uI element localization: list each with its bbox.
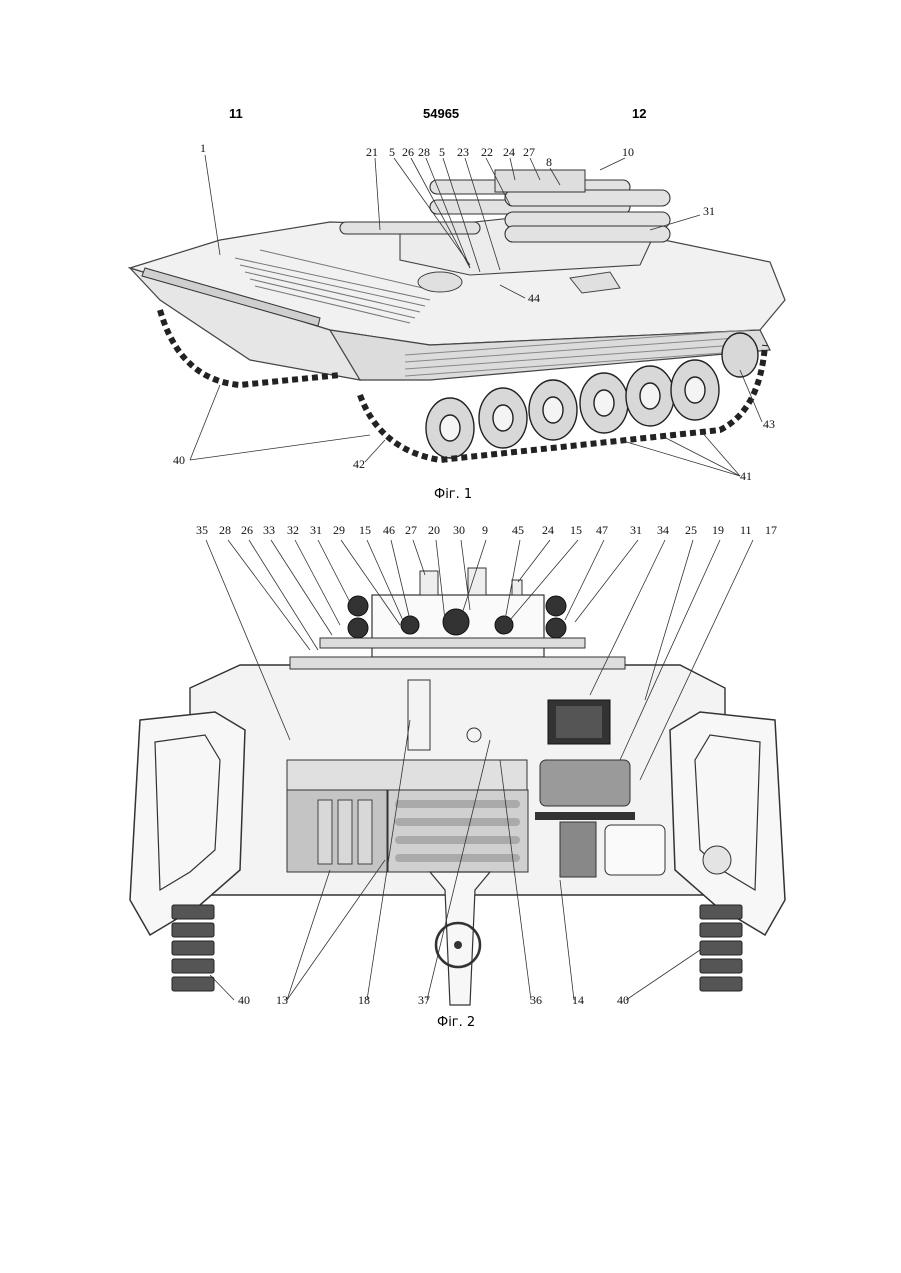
fig2-label: 45 bbox=[512, 523, 524, 537]
fig2-label: 17 bbox=[765, 523, 777, 537]
fig2-label: 15 bbox=[359, 523, 371, 537]
fig2-label: 9 bbox=[482, 523, 488, 537]
figure-2-bottom-labels: 40 13 18 37 36 14 40 bbox=[238, 993, 629, 1007]
fig2-label: 24 bbox=[542, 523, 554, 537]
fig2-label: 36 bbox=[530, 993, 542, 1007]
periscope bbox=[468, 568, 486, 595]
fig2-label: 34 bbox=[657, 523, 669, 537]
fig2-label: 27 bbox=[405, 523, 417, 537]
figure-2-top-labels: 35 28 26 33 32 31 29 15 46 27 20 30 9 45… bbox=[196, 523, 777, 537]
fig2-label: 13 bbox=[276, 993, 288, 1007]
seat bbox=[540, 760, 630, 806]
fig2-label: 18 bbox=[358, 993, 370, 1007]
hatch-disc bbox=[703, 846, 731, 874]
fig2-label: 46 bbox=[383, 523, 395, 537]
fig2-label: 40 bbox=[617, 993, 629, 1007]
fig2-label: 14 bbox=[572, 993, 584, 1007]
fig2-label: 19 bbox=[712, 523, 724, 537]
track-right bbox=[670, 712, 785, 935]
fig2-label: 32 bbox=[287, 523, 299, 537]
periscope bbox=[512, 580, 522, 595]
fig2-label: 15 bbox=[570, 523, 582, 537]
fig2-label: 40 bbox=[238, 993, 250, 1007]
fig2-label: 20 bbox=[428, 523, 440, 537]
figure-2-caption: Фіг. 2 bbox=[437, 1015, 475, 1030]
fig2-label: 11 bbox=[740, 523, 752, 537]
fig2-label: 35 bbox=[196, 523, 208, 537]
fig2-label: 31 bbox=[630, 523, 642, 537]
periscope bbox=[420, 571, 438, 595]
fig2-label: 33 bbox=[263, 523, 275, 537]
fig2-label: 37 bbox=[418, 993, 430, 1007]
fig2-label: 26 bbox=[241, 523, 253, 537]
track-left bbox=[130, 712, 245, 935]
fig2-label: 30 bbox=[453, 523, 465, 537]
fig2-label: 47 bbox=[596, 523, 608, 537]
fig2-label: 29 bbox=[333, 523, 345, 537]
fig2-label: 25 bbox=[685, 523, 697, 537]
fig2-label: 28 bbox=[219, 523, 231, 537]
fig2-label: 31 bbox=[310, 523, 322, 537]
